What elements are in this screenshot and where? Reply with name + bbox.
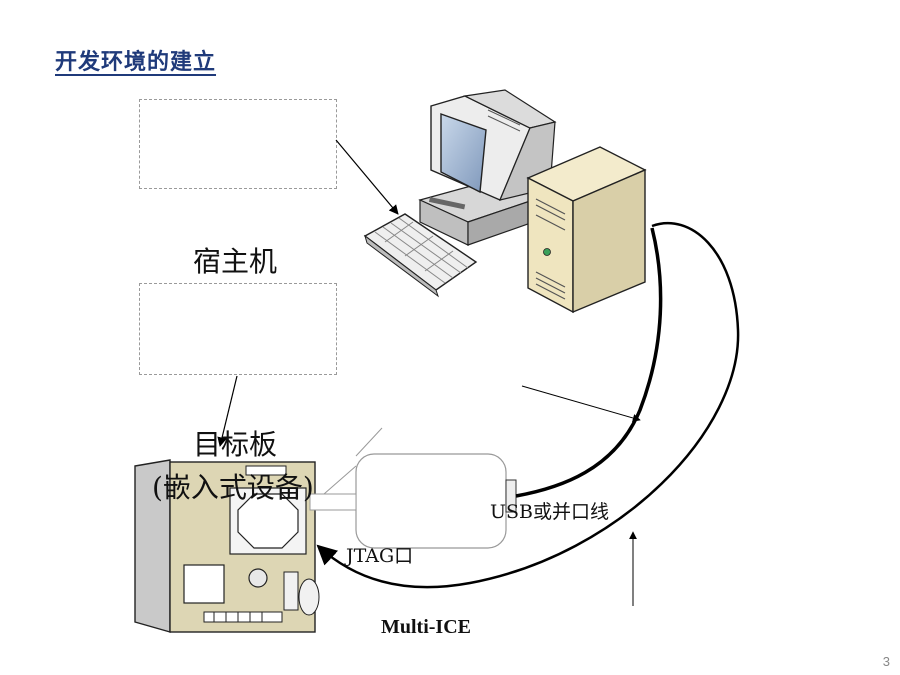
page-number: 3 xyxy=(882,654,890,669)
arrow-to-usb-cable xyxy=(521,385,641,422)
usb-cable xyxy=(515,227,663,498)
embedded-device-label: (嵌入式设备) xyxy=(152,471,314,504)
usb-cable-label: USB或并口线 xyxy=(490,501,609,523)
host-placeholder-box xyxy=(139,99,337,189)
arrow-to-board xyxy=(217,375,238,447)
jtag-port-label: JTAG口 xyxy=(346,545,414,567)
monitor-icon xyxy=(418,89,557,246)
tower-case-icon xyxy=(526,146,647,314)
target-board-icon xyxy=(134,459,320,633)
host-label: 宿主机 xyxy=(193,245,278,278)
multi-ice-label: Multi-ICE xyxy=(381,616,471,638)
target-placeholder-box xyxy=(139,283,337,375)
multi-ice-icon xyxy=(309,427,517,549)
slide-title: 开发环境的建立 xyxy=(55,50,217,75)
keyboard-icon xyxy=(363,213,478,298)
serial-cable xyxy=(316,221,740,589)
arrow-to-keyboard xyxy=(335,139,399,215)
target-board-label: 目标板 xyxy=(193,428,278,461)
